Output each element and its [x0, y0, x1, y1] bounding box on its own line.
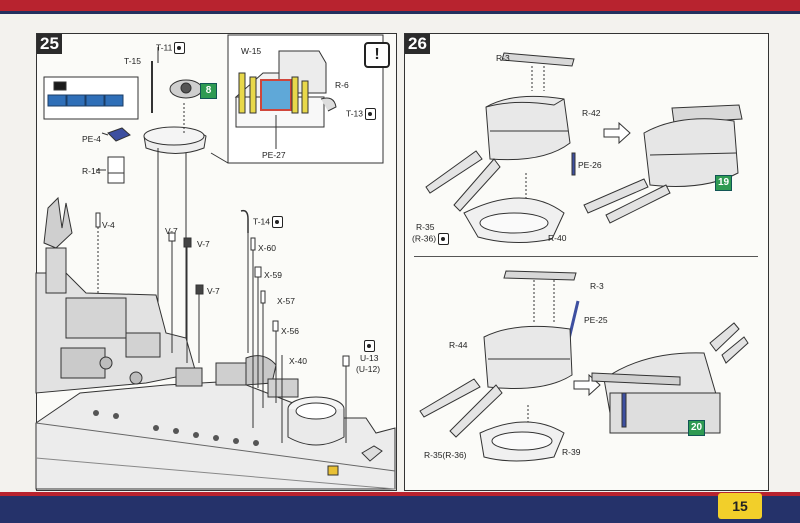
- label-t15: T-15: [124, 56, 142, 66]
- cut-icon: [174, 42, 186, 54]
- label-r36-top: (R-36): [412, 233, 450, 245]
- label-r42: R-42: [582, 108, 601, 118]
- label-r44: R-44: [449, 340, 468, 350]
- label-t14: T-14: [253, 216, 284, 228]
- label-r14: R-14: [82, 166, 101, 176]
- label-pe25: PE-25: [584, 315, 608, 325]
- cut-icon: [365, 108, 377, 120]
- label-x60: X-60: [258, 243, 276, 253]
- label-x56: X-56: [281, 326, 299, 336]
- label-x59: X-59: [264, 270, 282, 280]
- label-x57: X-57: [277, 296, 295, 306]
- label-pe27: PE-27: [262, 150, 286, 160]
- label-v7-a: V-7: [165, 226, 178, 236]
- label-r3-top: R-3: [496, 53, 510, 63]
- label-v7-c: V-7: [207, 286, 220, 296]
- label-r39: R-39: [562, 447, 581, 457]
- label-r35-bottom: R-35(R-36): [424, 450, 467, 460]
- ref-badge-8: 8: [200, 83, 217, 99]
- step-26-number: 26: [405, 34, 430, 54]
- step-25-drawing: [35, 34, 396, 490]
- footer-red-stripe: [0, 492, 800, 496]
- warning-icon: !: [364, 42, 390, 68]
- label-t13: T-13: [346, 108, 377, 120]
- label-r35-top: R-35: [416, 222, 435, 232]
- label-r3-bottom: R-3: [590, 281, 604, 291]
- label-v4: V-4: [102, 220, 115, 230]
- cut-icon: [272, 216, 284, 228]
- label-pe26: PE-26: [578, 160, 602, 170]
- cut-icon: [364, 340, 375, 352]
- label-r6: R-6: [335, 80, 349, 90]
- step-26-divider: [414, 256, 758, 257]
- label-w15: W-15: [241, 46, 262, 56]
- label-u13: U-13: [360, 353, 379, 363]
- step-25-number: 25: [37, 34, 62, 54]
- step-26-drawing: [419, 52, 749, 462]
- label-pe4: PE-4: [82, 134, 101, 144]
- label-r40: R-40: [548, 233, 567, 243]
- label-u12: (U-12): [356, 364, 381, 374]
- footer-blue-stripe: [0, 496, 800, 523]
- ref-badge-19: 19: [715, 175, 732, 191]
- cut-icon: [438, 233, 450, 245]
- header-red-stripe: [0, 0, 800, 11]
- label-x40: X-40: [289, 356, 307, 366]
- label-v7-b: V-7: [197, 239, 210, 249]
- header-blue-stripe: [0, 11, 800, 14]
- ref-badge-20: 20: [688, 420, 705, 436]
- label-t11: T-11: [156, 42, 186, 54]
- page-number: 15: [718, 493, 762, 519]
